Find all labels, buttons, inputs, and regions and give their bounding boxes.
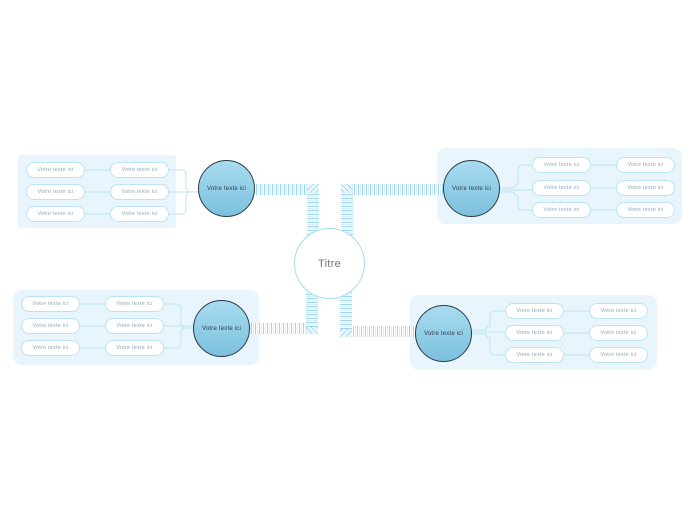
node-label: Votre texte ici [627,185,664,191]
node-bottom-left-outer-3[interactable]: Votre texte ici [21,340,80,356]
connector-bracket [472,310,506,331]
branch-circle-label: Votre texte ici [451,185,492,192]
ribbon-top-left-vertical [307,193,319,239]
branch-circle-label: Votre texte ici [201,325,242,332]
node-bottom-right-inner-3[interactable]: Votre texte ici [505,347,564,363]
ribbon-bottom-left-horizontal [251,323,312,334]
node-label: Votre texte ici [116,301,153,307]
node-top-left-outer-3[interactable]: Votre texte ici [26,206,85,222]
ribbon-bottom-right-horizontal [345,326,417,337]
ribbon-top-right-horizontal [346,184,444,195]
node-bottom-right-outer-1[interactable]: Votre texte ici [589,303,648,319]
node-label: Votre texte ici [37,211,74,217]
node-bottom-left-inner-1[interactable]: Votre texte ici [105,296,164,312]
branch-circle-bottom-right[interactable]: Votre texte ici [415,305,472,362]
node-label: Votre texte ici [121,167,158,173]
node-bottom-right-outer-2[interactable]: Votre texte ici [589,325,648,341]
node-bottom-left-inner-3[interactable]: Votre texte ici [105,340,164,356]
node-top-left-outer-1[interactable]: Votre texte ici [26,162,85,178]
node-bottom-left-inner-2[interactable]: Votre texte ici [105,318,164,334]
center-node-label: Titre [317,257,342,270]
connector-bracket [500,191,533,211]
center-node-titre[interactable]: Titre [294,228,365,299]
node-bottom-right-outer-3[interactable]: Votre texte ici [589,347,648,363]
node-label: Votre texte ici [600,308,637,314]
node-label: Votre texte ici [37,189,74,195]
node-top-left-inner-3[interactable]: Votre texte ici [110,206,169,222]
node-label: Votre texte ici [121,211,158,217]
node-label: Votre texte ici [627,162,664,168]
ribbon-top-right-vertical [341,193,353,239]
node-top-left-inner-1[interactable]: Votre texte ici [110,162,169,178]
node-top-right-outer-1[interactable]: Votre texte ici [616,157,675,173]
connector-bracket [163,327,194,349]
connector-bracket [500,164,533,189]
node-label: Votre texte ici [627,207,664,213]
node-label: Votre texte ici [516,330,553,336]
branch-circle-bottom-left[interactable]: Votre texte ici [193,300,250,357]
node-label: Votre texte ici [543,162,580,168]
branch-circle-label: Votre texte ici [423,330,464,337]
branch-circle-top-left[interactable]: Votre texte ici [198,160,255,217]
node-label: Votre texte ici [121,189,158,195]
node-top-right-inner-2[interactable]: Votre texte ici [532,180,591,196]
node-label: Votre texte ici [116,323,153,329]
branch-circle-label: Votre texte ici [206,185,247,192]
node-label: Votre texte ici [543,185,580,191]
node-top-right-outer-2[interactable]: Votre texte ici [616,180,675,196]
branch-circle-top-right[interactable]: Votre texte ici [443,160,500,217]
node-bottom-right-inner-2[interactable]: Votre texte ici [505,325,564,341]
node-label: Votre texte ici [116,345,153,351]
ribbon-bottom-right-vertical [340,289,352,329]
node-label: Votre texte ici [600,330,637,336]
node-bottom-left-outer-2[interactable]: Votre texte ici [21,318,80,334]
node-bottom-right-inner-1[interactable]: Votre texte ici [505,303,564,319]
connector-bracket [472,333,506,356]
node-label: Votre texte ici [32,323,69,329]
node-label: Votre texte ici [37,167,74,173]
node-label: Votre texte ici [516,352,553,358]
node-top-right-inner-3[interactable]: Votre texte ici [532,202,591,218]
node-label: Votre texte ici [543,207,580,213]
node-label: Votre texte ici [32,345,69,351]
node-top-left-inner-2[interactable]: Votre texte ici [110,184,169,200]
node-label: Votre texte ici [600,352,637,358]
node-bottom-left-outer-1[interactable]: Votre texte ici [21,296,80,312]
ribbon-top-left-horizontal [256,184,314,195]
node-top-left-outer-2[interactable]: Votre texte ici [26,184,85,200]
ribbon-bottom-left-vertical [306,289,318,327]
node-label: Votre texte ici [516,308,553,314]
node-top-right-outer-3[interactable]: Votre texte ici [616,202,675,218]
node-label: Votre texte ici [32,301,69,307]
node-top-right-inner-1[interactable]: Votre texte ici [532,157,591,173]
